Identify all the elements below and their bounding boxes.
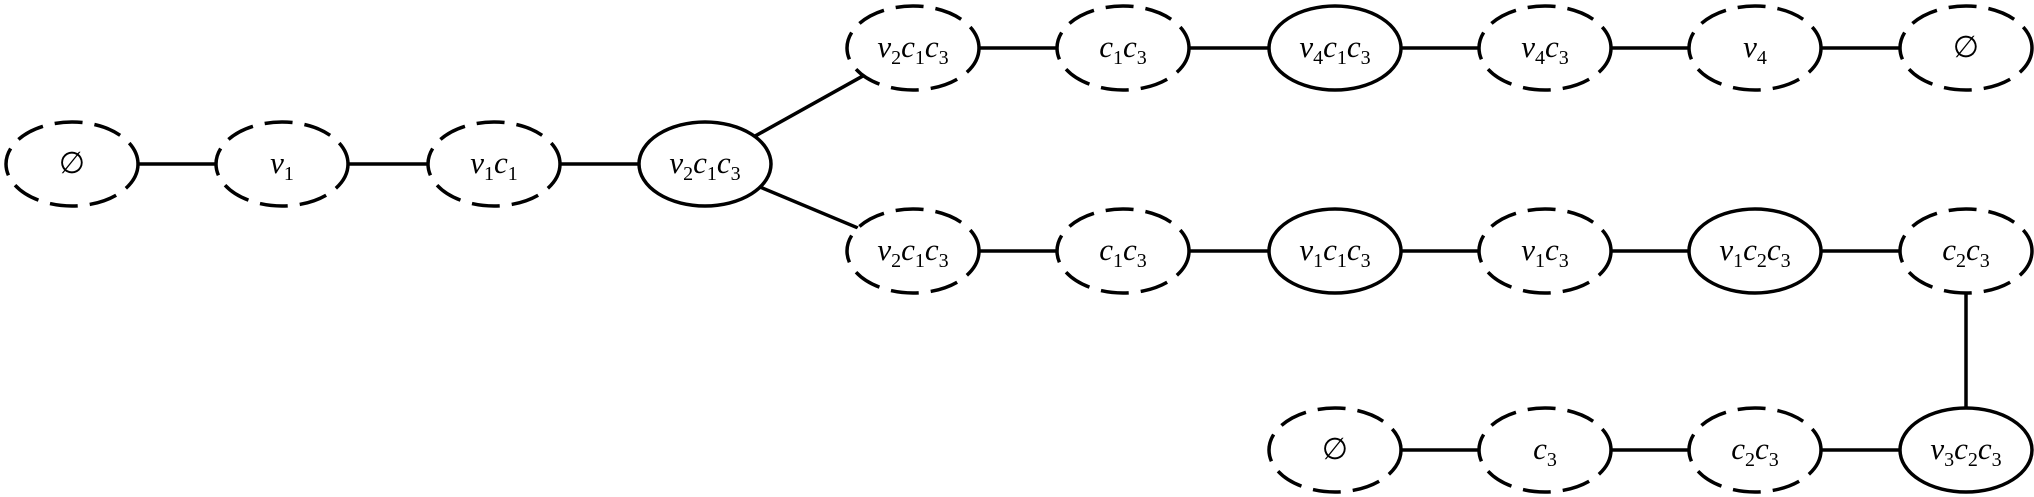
node-n-bot-c3: c3 bbox=[1477, 406, 1613, 494]
node-ellipse bbox=[1477, 4, 1613, 92]
node-ellipse bbox=[1267, 4, 1403, 92]
node-label: v4c3 bbox=[1521, 29, 1569, 69]
node-ellipse bbox=[845, 207, 981, 295]
node-ellipse bbox=[637, 120, 773, 208]
node-n-v1c1: v1c1 bbox=[426, 120, 562, 208]
node-n-bot-c2c3: c2c3 bbox=[1687, 406, 1823, 494]
node-label: c3 bbox=[1533, 431, 1557, 471]
node-n-bot-empty: ∅ bbox=[1267, 406, 1403, 494]
node-n-mid-v1c1c3: v1c1c3 bbox=[1267, 207, 1403, 295]
node-ellipse bbox=[845, 4, 981, 92]
node-label: v2c1c3 bbox=[877, 232, 948, 272]
node-label: v2c1c3 bbox=[877, 29, 948, 69]
node-ellipse bbox=[1477, 207, 1613, 295]
node-label: v1c1c3 bbox=[1299, 232, 1370, 272]
node-ellipse bbox=[1898, 406, 2034, 494]
node-label: ∅ bbox=[1953, 30, 1979, 65]
node-n-top-v4c1c3: v4c1c3 bbox=[1267, 4, 1403, 92]
node-n-mid-c2c3: c2c3 bbox=[1898, 207, 2034, 295]
node-n-top-c1c3: c1c3 bbox=[1055, 4, 1191, 92]
node-n-v1: v1 bbox=[214, 120, 350, 208]
node-ellipse bbox=[1267, 207, 1403, 295]
node-n-top-v4: v4 bbox=[1687, 4, 1823, 92]
nodes-layer: ∅ v1 v1c1 v2c1c3 v2c1c3 c1c3 v4c1c3 v4c3 v4 ∅ v2c1… bbox=[4, 4, 2034, 494]
node-label: ∅ bbox=[59, 146, 85, 181]
node-label: v1 bbox=[270, 145, 294, 185]
node-ellipse bbox=[1898, 4, 2034, 92]
node-n-mid-v2c1c3: v2c1c3 bbox=[845, 207, 981, 295]
edges-layer bbox=[138, 46, 1968, 452]
node-ellipse bbox=[1055, 4, 1191, 92]
node-label: v2c1c3 bbox=[669, 145, 740, 185]
edge-n_v2c1c3_root-to-n_mid_v2c1c3 bbox=[759, 185, 859, 230]
node-label: v4 bbox=[1743, 29, 1767, 69]
node-ellipse bbox=[214, 120, 350, 208]
node-n-empty-start: ∅ bbox=[4, 120, 140, 208]
node-n-mid-v1c3: v1c3 bbox=[1477, 207, 1613, 295]
node-label: c2c3 bbox=[1731, 431, 1779, 471]
node-ellipse bbox=[1687, 406, 1823, 494]
node-n-mid-c1c3: c1c3 bbox=[1055, 207, 1191, 295]
node-ellipse bbox=[1477, 406, 1613, 494]
node-label: c2c3 bbox=[1942, 232, 1990, 272]
node-n-v2c1c3-root: v2c1c3 bbox=[637, 120, 773, 208]
node-label: c1c3 bbox=[1099, 29, 1147, 69]
node-n-bot-v3c2c3: v3c2c3 bbox=[1898, 406, 2034, 494]
node-label: c1c3 bbox=[1099, 232, 1147, 272]
node-label: v4c1c3 bbox=[1299, 29, 1370, 69]
node-ellipse bbox=[1687, 207, 1823, 295]
node-label: v3c2c3 bbox=[1930, 431, 2001, 471]
node-label: ∅ bbox=[1322, 432, 1348, 467]
node-ellipse bbox=[1898, 207, 2034, 295]
node-label: v1c3 bbox=[1521, 232, 1569, 272]
node-n-mid-v1c2c3: v1c2c3 bbox=[1687, 207, 1823, 295]
node-ellipse bbox=[1055, 207, 1191, 295]
node-n-top-empty: ∅ bbox=[1898, 4, 2034, 92]
node-n-top-v4c3: v4c3 bbox=[1477, 4, 1613, 92]
node-label: v1c1 bbox=[470, 145, 518, 185]
node-ellipse bbox=[1687, 4, 1823, 92]
node-ellipse bbox=[1267, 406, 1403, 494]
node-label: v1c2c3 bbox=[1719, 232, 1790, 272]
node-ellipse bbox=[4, 120, 140, 208]
edge-n_v2c1c3_root-to-n_top_v2c1c3 bbox=[753, 74, 865, 138]
node-n-top-v2c1c3: v2c1c3 bbox=[845, 4, 981, 92]
node-ellipse bbox=[426, 120, 562, 208]
